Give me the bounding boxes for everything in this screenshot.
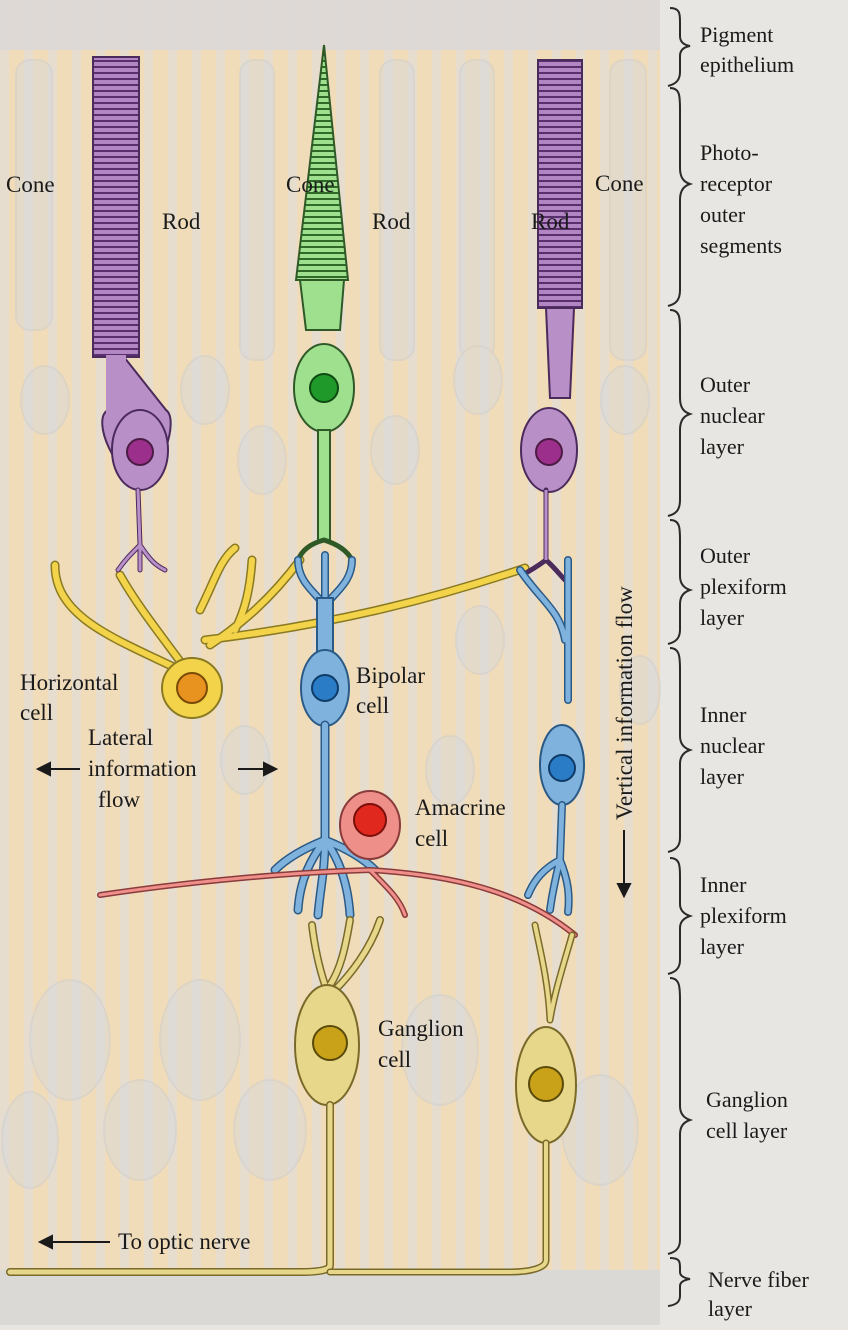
label-ganglion-cell-1: Ganglion xyxy=(378,1016,464,1041)
label-horizontal-cell-2: cell xyxy=(20,700,53,725)
label-bipolar-cell-2: cell xyxy=(356,693,389,718)
label-cone-middle: Cone xyxy=(286,172,335,197)
label-cone-left: Cone xyxy=(6,172,55,197)
layer-nerve-fiber-2: layer xyxy=(708,1296,753,1321)
layer-photoreceptor-1: Photo- xyxy=(700,140,759,165)
layer-inner-plexiform-2: plexiform xyxy=(700,903,787,928)
label-rod-middle: Rod xyxy=(372,209,411,234)
layer-inner-plexiform-1: Inner xyxy=(700,872,747,897)
layer-outer-nuclear-3: layer xyxy=(700,434,745,459)
layer-outer-nuclear-2: nuclear xyxy=(700,403,765,428)
layer-inner-nuclear-2: nuclear xyxy=(700,733,765,758)
label-bipolar-cell-1: Bipolar xyxy=(356,663,425,688)
layer-photoreceptor-4: segments xyxy=(700,233,782,258)
label-ganglion-cell-2: cell xyxy=(378,1047,411,1072)
layer-inner-nuclear-1: Inner xyxy=(700,702,747,727)
layer-inner-nuclear-3: layer xyxy=(700,764,745,789)
label-horizontal-cell-1: Horizontal xyxy=(20,670,118,695)
label-lateral-2: information xyxy=(88,756,197,781)
layer-ganglion-1: Ganglion xyxy=(706,1087,788,1112)
label-vertical-flow: Vertical information flow xyxy=(612,586,637,820)
layer-photoreceptor-3: outer xyxy=(700,202,746,227)
label-amacrine-cell-1: Amacrine xyxy=(415,795,506,820)
layer-outer-plexiform-2: plexiform xyxy=(700,574,787,599)
label-rod-right: Rod xyxy=(531,209,570,234)
layer-ganglion-2: cell layer xyxy=(706,1118,788,1143)
pigment-band xyxy=(0,0,660,50)
layer-pigment-2: epithelium xyxy=(700,52,794,77)
layer-outer-plexiform-3: layer xyxy=(700,605,745,630)
label-rod-left: Rod xyxy=(162,209,201,234)
label-lateral-3: flow xyxy=(98,787,141,812)
layer-outer-plexiform-1: Outer xyxy=(700,543,751,568)
nerve-fiber-band xyxy=(0,1270,660,1325)
horizontal-nucleus xyxy=(177,673,207,703)
label-optic-nerve: To optic nerve xyxy=(118,1229,251,1254)
layer-pigment-1: Pigment xyxy=(700,22,773,47)
layer-nerve-fiber-1: Nerve fiber xyxy=(708,1267,809,1292)
layer-photoreceptor-2: receptor xyxy=(700,171,773,196)
label-cone-right: Cone xyxy=(595,171,644,196)
layer-inner-plexiform-3: layer xyxy=(700,934,745,959)
label-amacrine-cell-2: cell xyxy=(415,826,448,851)
label-lateral-1: Lateral xyxy=(88,725,153,750)
layer-outer-nuclear-1: Outer xyxy=(700,372,751,397)
